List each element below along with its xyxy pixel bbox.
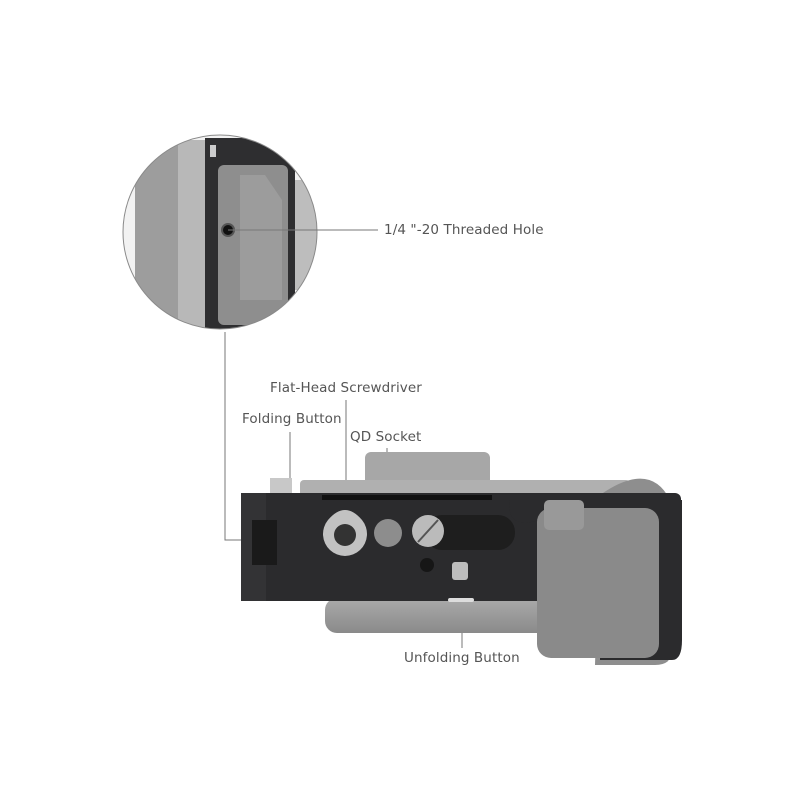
qd-socket-label: QD Socket — [350, 429, 422, 445]
flat-head-screwdriver-label: Flat-Head Screwdriver — [270, 380, 422, 396]
threaded-hole-label: 1/4 "-20 Threaded Hole — [384, 222, 544, 238]
zoom-detail-circle — [122, 134, 318, 330]
folding-button-label: Folding Button — [242, 411, 342, 427]
cage-plate — [241, 493, 682, 660]
unfolding-button-label: Unfolding Button — [404, 650, 520, 666]
